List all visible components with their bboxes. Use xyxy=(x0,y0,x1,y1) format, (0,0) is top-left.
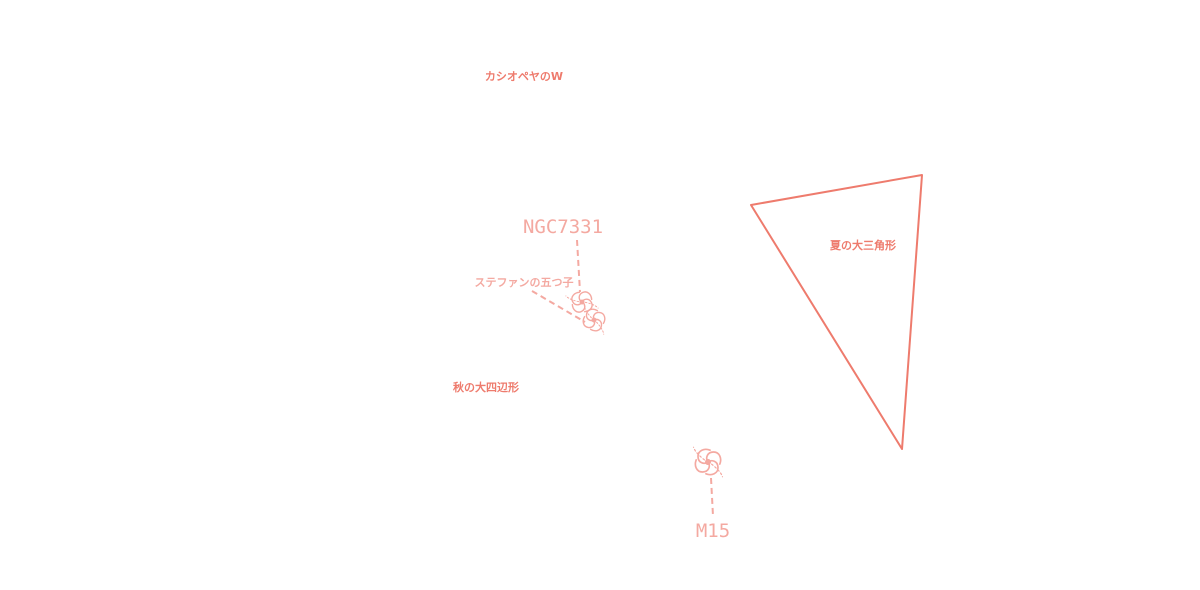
summer-triangle-outline xyxy=(750,174,923,450)
stephans-quintet-galaxy-icon xyxy=(576,304,612,336)
m15-leader-line xyxy=(710,477,714,517)
cassiopeia-label: カシオペヤのW xyxy=(485,70,563,83)
ngc7331-galaxy-icon xyxy=(565,287,599,317)
stephans-quintet-leader-line xyxy=(531,290,586,323)
m15-cluster-icon xyxy=(688,446,728,478)
stephans-quintet-label: ステファンの五つ子 xyxy=(475,276,574,289)
m15-label: M15 xyxy=(696,520,730,542)
ngc7331-leader-line xyxy=(576,239,581,293)
summer-triangle-label: 夏の大三角形 xyxy=(830,238,896,252)
autumn-square-label: 秋の大四辺形 xyxy=(453,380,519,394)
ngc7331-label: NGC7331 xyxy=(523,216,603,238)
